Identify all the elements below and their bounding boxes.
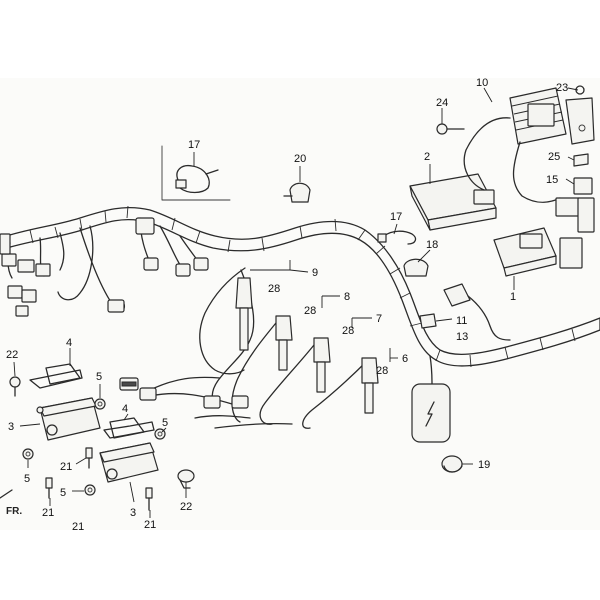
callout-5-a: 5 — [96, 371, 102, 383]
bolt-21-c — [145, 487, 153, 511]
callout-leaders — [13, 87, 579, 518]
callout-21-c: 21 — [144, 519, 156, 530]
main-wire-harness — [0, 205, 600, 368]
callout-numbers: 1 2 3 3 4 4 5 5 5 5 6 7 8 9 10 11 13 15 … — [6, 78, 568, 530]
callout-18: 18 — [426, 239, 438, 251]
nut-5-c — [22, 448, 34, 460]
ignition-coil-lower — [99, 421, 159, 483]
clamp-17-right — [377, 230, 417, 245]
callout-15: 15 — [546, 174, 558, 186]
callout-5-c: 5 — [24, 473, 30, 485]
callout-28-a: 28 — [268, 283, 280, 295]
callout-22-right: 22 — [180, 501, 192, 513]
relay-15 — [573, 177, 593, 195]
callout-20: 20 — [294, 153, 306, 165]
callout-28-d: 28 — [376, 365, 388, 377]
callout-21-b: 21 — [42, 507, 54, 519]
coil-wire-connectors — [119, 377, 249, 409]
clamp-22-right — [177, 469, 195, 489]
callout-2: 2 — [424, 151, 430, 163]
callout-25: 25 — [548, 151, 560, 163]
callout-24: 24 — [436, 97, 448, 109]
callout-13: 13 — [456, 331, 468, 343]
callout-3-lower: 3 — [130, 507, 136, 519]
unit-1 — [493, 227, 557, 277]
bolt-24 — [436, 123, 465, 135]
callout-1: 1 — [510, 291, 516, 303]
callout-3-upper: 3 — [8, 421, 14, 433]
callout-5-d: 5 — [60, 487, 66, 499]
clip-11 — [419, 313, 437, 329]
holder-18 — [403, 258, 429, 277]
bracket-23 — [565, 85, 595, 145]
framed-clamp-17-group — [161, 145, 231, 201]
clamp-19 — [441, 455, 463, 473]
regulator-rectifier-10 — [463, 87, 567, 203]
callout-23: 23 — [556, 82, 568, 94]
callout-5-b: 5 — [162, 417, 168, 429]
condenser — [411, 355, 451, 443]
callout-22-left: 22 — [6, 349, 18, 361]
wire-harness-diagram: FR. — [0, 78, 600, 530]
control-unit-2 — [409, 173, 497, 231]
callout-6: 6 — [402, 353, 408, 365]
bolt-21-b — [45, 477, 53, 499]
bolt-22-left — [9, 376, 21, 397]
callout-17-left: 17 — [188, 139, 200, 151]
ignition-coil-upper — [29, 369, 101, 441]
callout-19: 19 — [478, 459, 490, 471]
parts-diagram-sheet: FR. — [0, 78, 600, 530]
bracket-4-lower — [109, 417, 145, 439]
callout-8: 8 — [344, 291, 350, 303]
spark-plug-leads — [149, 267, 379, 429]
callout-4-lower: 4 — [122, 403, 128, 415]
center-left-connectors — [135, 217, 209, 277]
sensor-13-wire — [443, 283, 511, 341]
callout-10: 10 — [476, 78, 488, 89]
callout-21-a: 21 — [60, 461, 72, 473]
nut-5-a — [94, 398, 106, 410]
front-marker-text: FR. — [6, 506, 22, 517]
cable-holder-20 — [283, 182, 311, 203]
connector-block-right — [555, 197, 595, 269]
callout-28-b: 28 — [304, 305, 316, 317]
callout-4-upper: 4 — [66, 337, 72, 349]
callout-17-right: 17 — [390, 211, 402, 223]
front-marker: FR. — [0, 489, 22, 517]
callout-28-c: 28 — [342, 325, 354, 337]
bolt-21-a — [85, 447, 93, 469]
callout-21-d: 21 — [72, 521, 84, 530]
callout-11: 11 — [456, 315, 467, 327]
callout-7: 7 — [376, 313, 382, 325]
bracket-4-upper — [45, 363, 81, 385]
nut-5-d — [84, 484, 96, 496]
callout-9: 9 — [312, 267, 318, 279]
relay-25 — [573, 153, 589, 167]
left-connector-cluster — [0, 225, 126, 317]
